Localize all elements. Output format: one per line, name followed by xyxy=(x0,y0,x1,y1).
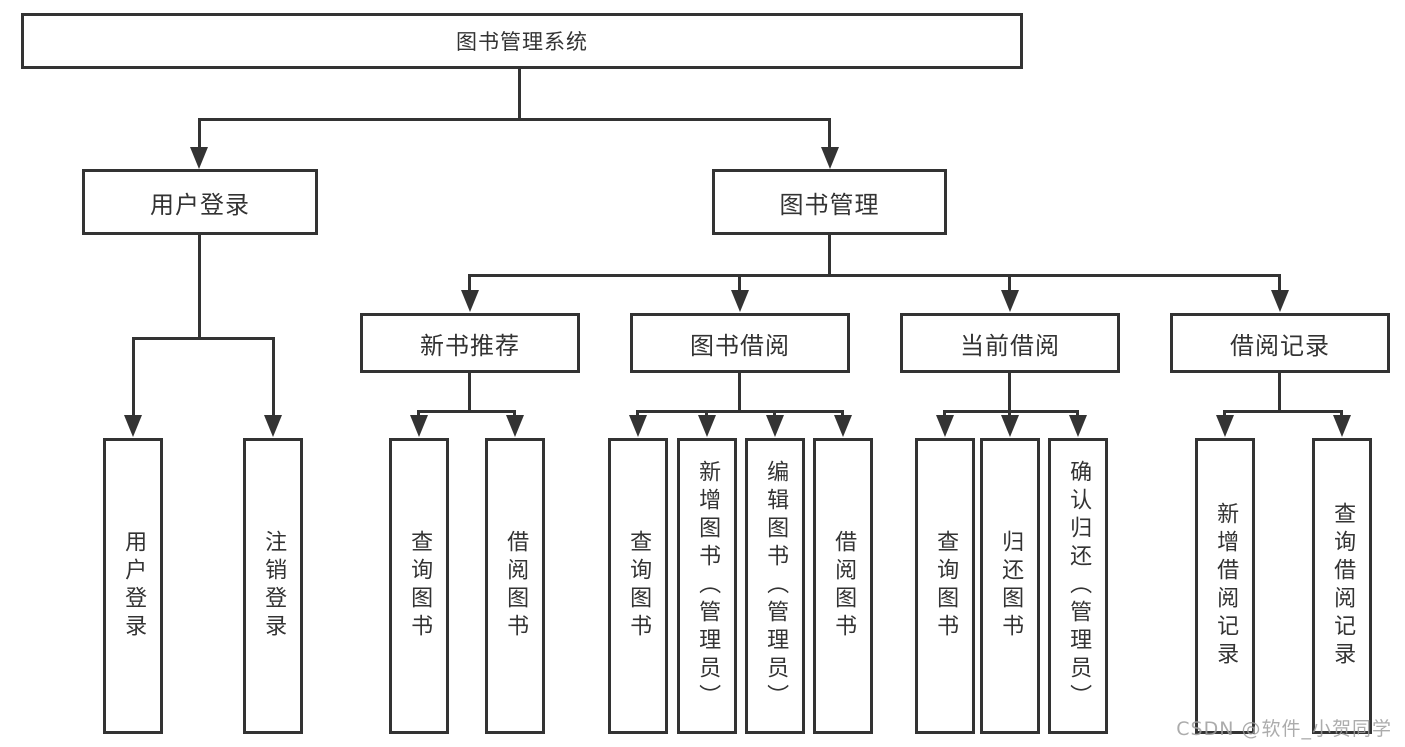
node-new-book-recommend: 新书推荐 xyxy=(360,313,580,373)
arrowhead-down-icon xyxy=(264,415,282,437)
connector-hline xyxy=(943,410,1079,413)
node-leaf-br-query-record-label: 查询借阅记录 xyxy=(1330,502,1356,670)
connector-vline xyxy=(1008,410,1011,416)
arrowhead-down-icon xyxy=(698,415,716,437)
node-root: 图书管理系统 xyxy=(21,13,1023,69)
node-leaf-cb-query-books: 查询图书 xyxy=(915,438,975,734)
connector-vline xyxy=(272,337,275,416)
node-user-login: 用户登录 xyxy=(82,169,318,235)
node-leaf-br-add-record-label: 新增借阅记录 xyxy=(1213,502,1239,670)
connector-vline xyxy=(1340,410,1343,416)
node-leaf-bb-edit-books-admin-label: 编辑图书（管理员） xyxy=(763,460,789,712)
connector-hline xyxy=(417,410,516,413)
arrowhead-down-icon xyxy=(766,415,784,437)
arrowhead-down-icon xyxy=(1069,415,1087,437)
connector-vline xyxy=(468,274,471,292)
connector-vline xyxy=(1076,410,1079,416)
connector-vline xyxy=(518,69,521,118)
arrowhead-down-icon xyxy=(1271,290,1289,312)
connector-vline xyxy=(132,337,135,416)
connector-vline xyxy=(1278,274,1281,292)
node-new-book-recommend-label: 新书推荐 xyxy=(420,331,520,360)
arrowhead-down-icon xyxy=(410,415,428,437)
node-leaf-cb-query-books-label: 查询图书 xyxy=(933,530,959,642)
connector-vline xyxy=(705,410,708,416)
arrowhead-down-icon xyxy=(1001,290,1019,312)
node-leaf-cb-confirm-return-admin: 确认归还（管理员） xyxy=(1048,438,1108,734)
node-user-login-label: 用户登录 xyxy=(150,190,250,219)
connector-vline xyxy=(417,410,420,416)
arrowhead-down-icon xyxy=(124,415,142,437)
node-leaf-bb-borrow-books: 借阅图书 xyxy=(813,438,873,734)
node-leaf-rec-borrow-books: 借阅图书 xyxy=(485,438,545,734)
connector-vline xyxy=(513,410,516,416)
node-leaf-rec-query-books: 查询图书 xyxy=(389,438,449,734)
node-leaf-bb-query-books-label: 查询图书 xyxy=(626,530,652,642)
connector-hline xyxy=(132,337,275,340)
connector-hline xyxy=(468,274,1281,277)
connector-hline xyxy=(198,118,831,121)
arrowhead-down-icon xyxy=(506,415,524,437)
connector-vline xyxy=(1223,410,1226,416)
node-leaf-bb-edit-books-admin: 编辑图书（管理员） xyxy=(745,438,805,734)
arrowhead-down-icon xyxy=(190,147,208,169)
arrowhead-down-icon xyxy=(731,290,749,312)
connector-vline xyxy=(943,410,946,416)
node-current-borrow-label: 当前借阅 xyxy=(960,331,1060,360)
arrowhead-down-icon xyxy=(834,415,852,437)
connector-vline xyxy=(636,410,639,416)
connector-hline xyxy=(636,410,844,413)
node-leaf-cb-return-books-label: 归还图书 xyxy=(998,530,1024,642)
node-leaf-bb-borrow-books-label: 借阅图书 xyxy=(831,530,857,642)
node-leaf-logout: 注销登录 xyxy=(243,438,303,734)
connector-hline xyxy=(1223,410,1343,413)
arrowhead-down-icon xyxy=(821,147,839,169)
connector-vline xyxy=(828,235,831,274)
arrowhead-down-icon xyxy=(1216,415,1234,437)
node-leaf-br-query-record: 查询借阅记录 xyxy=(1312,438,1372,734)
csdn-watermark: CSDN @软件_小贺同学 xyxy=(1176,718,1392,740)
arrowhead-down-icon xyxy=(1333,415,1351,437)
node-leaf-rec-borrow-books-label: 借阅图书 xyxy=(503,530,529,642)
node-book-management-label: 图书管理 xyxy=(779,190,880,219)
connector-vline xyxy=(738,373,741,410)
connector-vline xyxy=(1008,274,1011,292)
connector-vline xyxy=(468,373,471,410)
arrowhead-down-icon xyxy=(1001,415,1019,437)
node-book-borrow: 图书借阅 xyxy=(630,313,850,373)
node-leaf-cb-confirm-return-admin-label: 确认归还（管理员） xyxy=(1066,460,1092,712)
node-leaf-bb-add-books-admin: 新增图书（管理员） xyxy=(677,438,737,734)
node-current-borrow: 当前借阅 xyxy=(900,313,1120,373)
connector-vline xyxy=(1278,373,1281,410)
connector-vline xyxy=(198,235,201,337)
connector-vline xyxy=(841,410,844,416)
arrowhead-down-icon xyxy=(936,415,954,437)
node-leaf-logout-label: 注销登录 xyxy=(261,530,287,642)
node-borrow-records-label: 借阅记录 xyxy=(1230,331,1330,360)
node-leaf-rec-query-books-label: 查询图书 xyxy=(407,530,433,642)
connector-vline xyxy=(1008,373,1011,410)
connector-vline xyxy=(738,274,741,292)
arrowhead-down-icon xyxy=(461,290,479,312)
node-root-label: 图书管理系统 xyxy=(456,30,588,54)
node-leaf-user-login-label: 用户登录 xyxy=(121,530,147,642)
node-borrow-records: 借阅记录 xyxy=(1170,313,1390,373)
node-leaf-br-add-record: 新增借阅记录 xyxy=(1195,438,1255,734)
node-leaf-bb-add-books-admin-label: 新增图书（管理员） xyxy=(695,460,721,712)
arrowhead-down-icon xyxy=(629,415,647,437)
node-leaf-user-login: 用户登录 xyxy=(103,438,163,734)
connector-vline xyxy=(198,118,201,150)
node-book-management: 图书管理 xyxy=(712,169,947,235)
node-book-borrow-label: 图书借阅 xyxy=(690,331,790,360)
connector-vline xyxy=(828,118,831,150)
node-leaf-cb-return-books: 归还图书 xyxy=(980,438,1040,734)
connector-vline xyxy=(773,410,776,416)
node-leaf-bb-query-books: 查询图书 xyxy=(608,438,668,734)
